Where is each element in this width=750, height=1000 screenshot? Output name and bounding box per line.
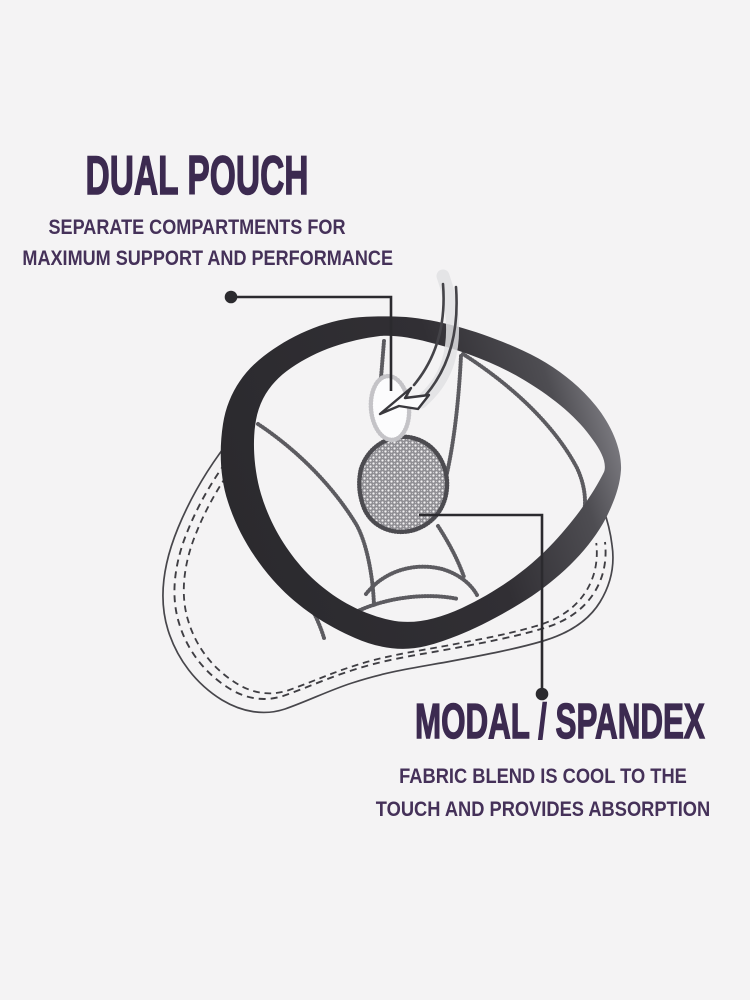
modal-spandex-description-line-2: TOUCH AND PROVIDES ABSORPTION — [375, 797, 711, 821]
mesh-dual-pouch — [357, 434, 450, 535]
left-leg-seam — [256, 422, 376, 608]
dual-pouch-title: DUAL POUCH — [85, 144, 309, 206]
dual-pouch-description: SEPARATE COMPARTMENTS FOR MAXIMUM SUPPOR… — [0, 212, 400, 274]
dual-pouch-description-line-2: MAXIMUM SUPPORT AND PERFORMANCE — [22, 247, 393, 270]
modal-spandex-annotation: MODAL / SPANDEX FABRIC BLEND IS COOL TO … — [343, 695, 743, 826]
bottom-center-seam — [364, 564, 479, 597]
modal-spandex-callout-line — [419, 513, 549, 701]
modal-spandex-title: MODAL / SPANDEX — [415, 695, 706, 749]
hem-stitch-lines — [173, 443, 607, 700]
fabric-hem-outline — [162, 435, 614, 714]
modal-spandex-description: FABRIC BLEND IS COOL TO THE TOUCH AND PR… — [343, 760, 743, 826]
insert-arrow-swoosh — [414, 269, 460, 409]
under-pouch-seam — [436, 524, 466, 579]
dual-pouch-callout-line — [224, 290, 393, 391]
bottom-center-seam-2 — [350, 594, 460, 616]
modal-spandex-description-line-1: FABRIC BLEND IS COOL TO THE — [399, 764, 687, 788]
dual-pouch-annotation: DUAL POUCH SEPARATE COMPARTMENTS FOR MAX… — [0, 144, 400, 274]
insert-arrow — [378, 282, 458, 416]
insert-arrow-head — [378, 386, 431, 416]
pouch-right-seam — [443, 354, 463, 484]
right-leg-seam — [461, 352, 587, 519]
dual-pouch-description-line-1: SEPARATE COMPARTMENTS FOR — [48, 216, 346, 239]
center-front-seam — [379, 339, 386, 380]
